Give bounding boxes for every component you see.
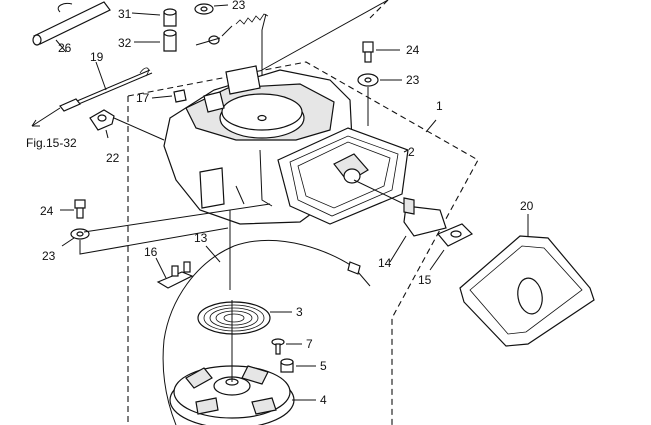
part-23-washer-left <box>61 203 271 255</box>
callout-23-right: 23 <box>406 73 420 87</box>
callout-26: 26 <box>58 41 72 55</box>
part-31-collar <box>131 8 177 27</box>
callout-16: 16 <box>144 245 158 259</box>
part-23-washer-right <box>357 73 402 126</box>
part-3-spiral-spring <box>197 301 292 335</box>
part-32-bushing <box>134 29 177 52</box>
part-22-clip <box>89 109 165 141</box>
part-4-reel <box>169 300 316 425</box>
callout-2: 2 <box>408 145 415 159</box>
part-23-washer-top <box>194 3 229 15</box>
callout-5: 5 <box>320 359 327 373</box>
callout-13: 13 <box>194 231 208 245</box>
callout-3: 3 <box>296 305 303 319</box>
figure-reference[interactable]: Fig.15-32 <box>26 136 77 150</box>
callout-1: 1 <box>436 99 443 113</box>
callout-labels: 24 23 23 31 32 26 19 17 1 2 Fig.15-32 22… <box>26 0 534 407</box>
part-16-bracket <box>155 257 194 289</box>
callout-17: 17 <box>136 91 150 105</box>
part-19-cable <box>31 61 153 127</box>
callout-31: 31 <box>118 7 132 21</box>
callout-22: 22 <box>106 151 120 165</box>
callout-24-left: 24 <box>40 204 54 218</box>
callout-24-right: 24 <box>406 43 420 57</box>
part-14-handle <box>389 197 447 263</box>
callout-20: 20 <box>520 199 534 213</box>
part-24-bolt-left <box>60 199 86 219</box>
part-17-clip <box>151 89 187 103</box>
part-26-rod <box>32 1 111 53</box>
part-15-block <box>429 223 474 271</box>
part-2-grip-plate <box>277 127 409 225</box>
part-24-bolt-right <box>362 41 400 63</box>
callout-32: 32 <box>118 36 132 50</box>
part-20-cover <box>459 214 595 347</box>
callout-14: 14 <box>378 256 392 270</box>
callout-23-left: 23 <box>42 249 56 263</box>
callout-7: 7 <box>306 337 313 351</box>
callout-4: 4 <box>320 393 327 407</box>
callout-23-top: 23 <box>232 0 246 12</box>
part-13-rope <box>162 210 371 425</box>
callout-15: 15 <box>418 273 432 287</box>
part-5-nut <box>280 358 316 373</box>
part-7-screw <box>271 338 302 355</box>
callout-19: 19 <box>90 50 104 64</box>
